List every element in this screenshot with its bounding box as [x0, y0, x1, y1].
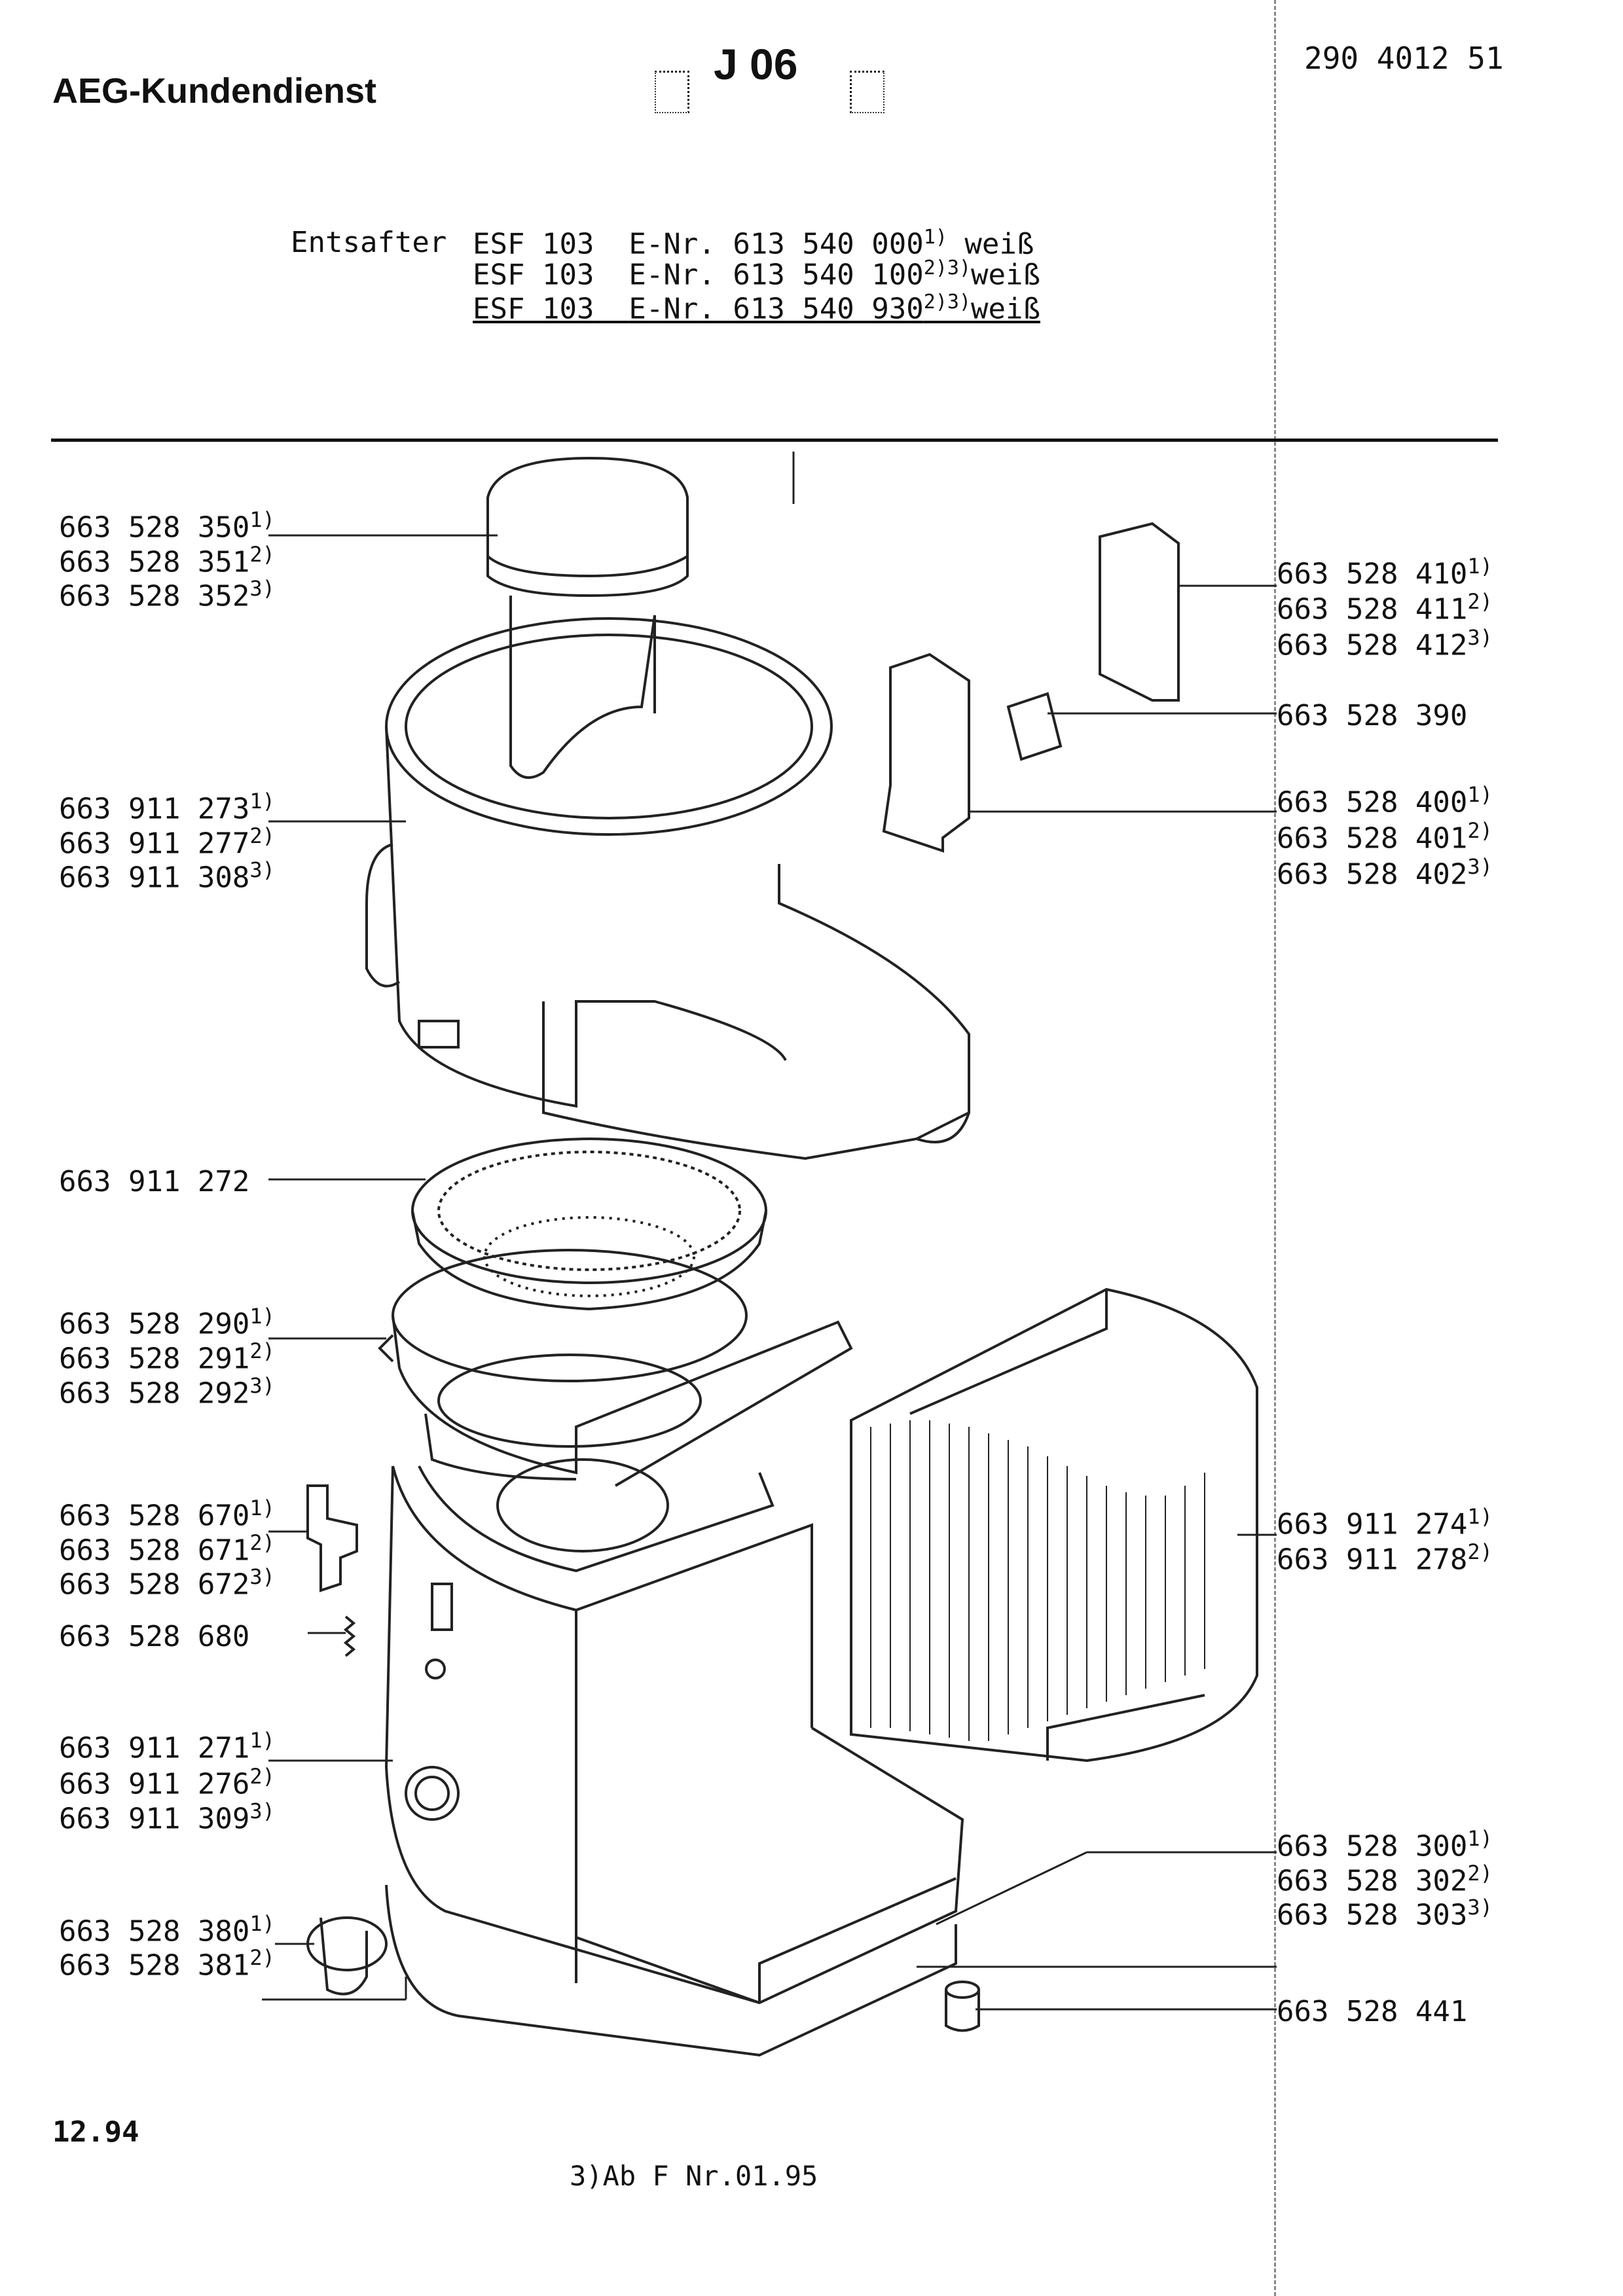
part-knob-2: 663 528 3812)	[59, 1945, 275, 1982]
revision-date: 12.94	[52, 2115, 139, 2149]
part-base-plate-2: 663 528 3022)	[1277, 1861, 1493, 1898]
product-category: Entsafter	[291, 226, 447, 259]
part-side-cover-3: 663 528 4023)	[1277, 854, 1493, 891]
note: 2)3)	[923, 291, 972, 314]
part-knob-1: 663 528 3801)	[59, 1911, 275, 1948]
part-pusher-1: 663 528 3501)	[59, 507, 275, 545]
part-bowl-1: 663 528 2901)	[59, 1304, 275, 1341]
enr: E-Nr. 613 540 100	[629, 258, 924, 292]
model: ESF 103	[473, 258, 594, 292]
part-housing-2: 663 911 2762)	[59, 1764, 275, 1801]
bowl-drawing	[378, 1249, 853, 1487]
part-clip: 663 528 390	[1277, 699, 1468, 732]
side-cover-drawing	[882, 653, 970, 853]
part-latch-3: 663 528 6723)	[59, 1564, 275, 1602]
color: weiß	[964, 227, 1034, 261]
document-number: 290 4012 51	[1304, 41, 1504, 76]
part-spring: 663 528 680	[59, 1620, 250, 1653]
right-margin-dashed-line	[1274, 0, 1276, 2296]
knob-drawing	[306, 1916, 388, 1996]
sheet-code-bracket-left	[655, 71, 689, 113]
pusher-drawing	[486, 456, 689, 779]
sieve-drawing	[411, 1138, 767, 1311]
product-line-2: ESF 103 E-Nr. 613 540 1002)3)weiß	[473, 257, 1040, 292]
part-rear-cover-3: 663 528 4123)	[1277, 625, 1493, 662]
brand-title: AEG-Kundendienst	[52, 71, 376, 111]
part-rear-cover-2: 663 528 4112)	[1277, 589, 1493, 626]
part-foot: 663 528 441	[1277, 1995, 1468, 2028]
enr: E-Nr. 613 540 930	[629, 292, 924, 326]
model: ESF 103	[473, 292, 594, 326]
housing-drawing	[384, 1458, 964, 2057]
note: 1)	[923, 226, 947, 249]
color: weiß	[971, 258, 1040, 292]
note: 2)3)	[923, 257, 972, 279]
leader-lines	[262, 452, 1277, 2011]
part-side-cover-2: 663 528 4012)	[1277, 818, 1493, 855]
part-latch-1: 663 528 6701)	[59, 1496, 275, 1533]
foot-drawing	[945, 1981, 980, 2032]
part-base-plate-3: 663 528 3033)	[1277, 1895, 1493, 1932]
lid-drawing	[365, 617, 970, 1160]
color: weiß	[971, 292, 1040, 326]
sheet-code: J 06	[714, 40, 798, 88]
sheet-code-bracket-right	[850, 71, 884, 113]
part-housing-3: 663 911 3093)	[59, 1799, 275, 1836]
latch-drawing	[306, 1484, 358, 1592]
part-side-cover-1: 663 528 4001)	[1277, 782, 1493, 819]
part-base-plate-1: 663 528 3001)	[1277, 1826, 1493, 1863]
part-rear-cover-1: 663 528 4101)	[1277, 554, 1493, 591]
part-housing-1: 663 911 2711)	[59, 1728, 275, 1765]
part-lid-2: 663 911 2772)	[59, 823, 275, 861]
part-bowl-3: 663 528 2923)	[59, 1373, 275, 1410]
pulp-container-drawing	[850, 1287, 1258, 1763]
clip-drawing	[1006, 692, 1063, 761]
part-latch-2: 663 528 6712)	[59, 1530, 275, 1568]
enr: E-Nr. 613 540 000	[629, 227, 924, 261]
model: ESF 103	[473, 227, 594, 261]
part-pulp-container-2: 663 911 2782)	[1277, 1539, 1493, 1577]
part-bowl-2: 663 528 2912)	[59, 1338, 275, 1376]
header-rule	[51, 439, 1498, 442]
rear-cover-drawing	[1099, 522, 1180, 702]
part-lid-1: 663 911 2731)	[59, 789, 275, 826]
part-pulp-container-1: 663 911 2741)	[1277, 1504, 1493, 1541]
part-lid-3: 663 911 3083)	[59, 857, 275, 895]
part-pusher-3: 663 528 3523)	[59, 576, 275, 613]
product-line-1: ESF 103 E-Nr. 613 540 0001) weiß	[473, 226, 1034, 261]
spring-drawing	[343, 1615, 356, 1657]
footnote: 3)Ab F Nr.01.95	[570, 2160, 818, 2192]
product-line-3: ESF 103 E-Nr. 613 540 9302)3)weiß	[473, 291, 1040, 326]
part-sieve: 663 911 272	[59, 1165, 250, 1198]
part-pusher-2: 663 528 3512)	[59, 542, 275, 579]
